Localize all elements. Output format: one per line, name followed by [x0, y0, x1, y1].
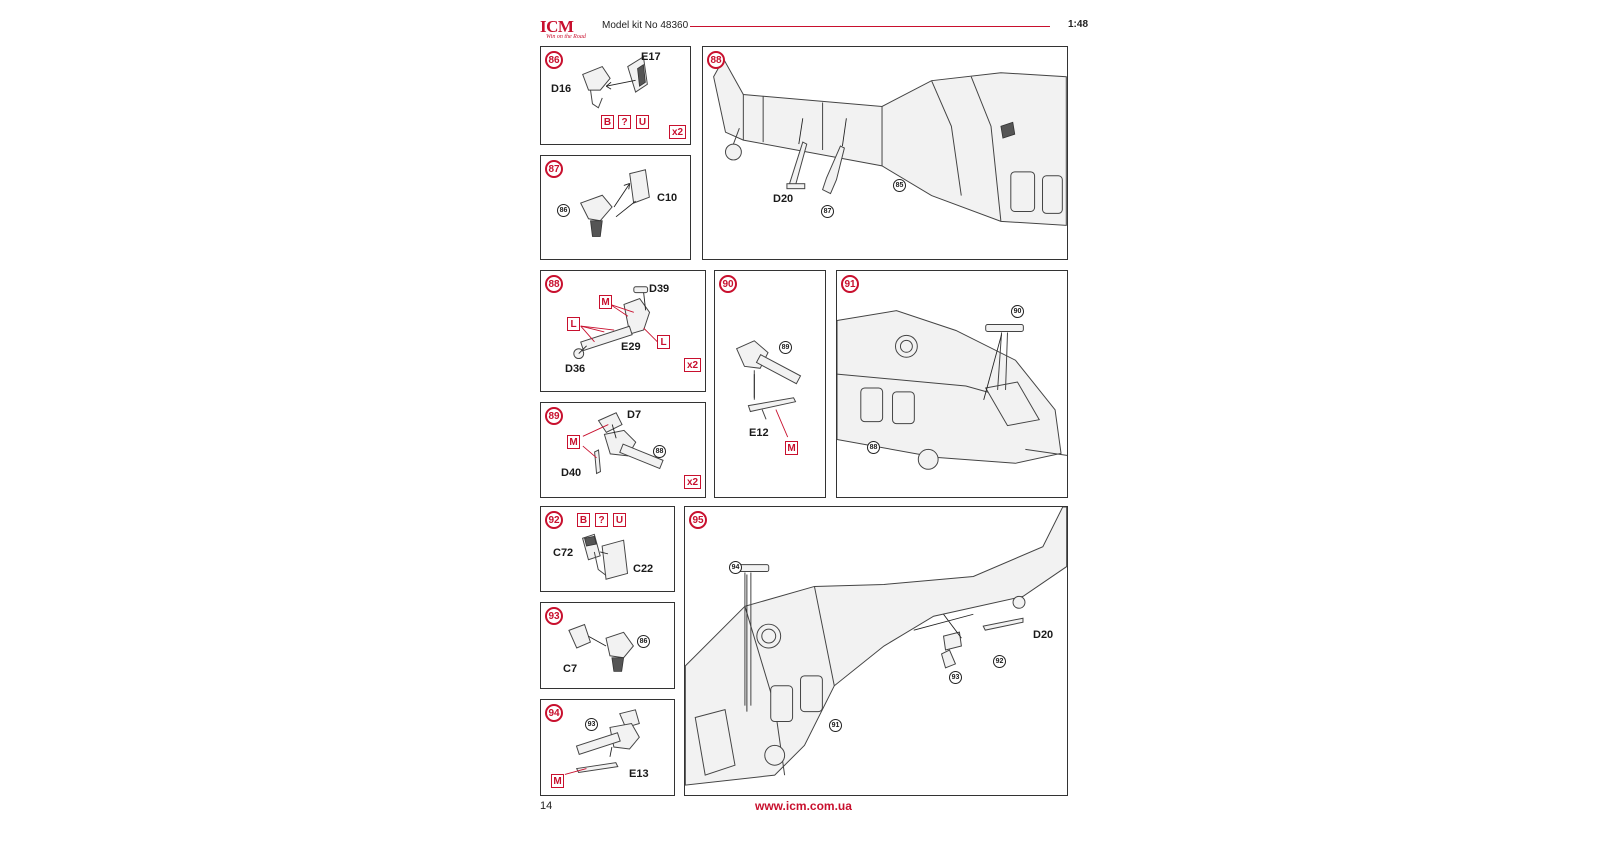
paint-code-u: U: [636, 115, 649, 129]
page-header: ICM Win on the Road Model kit No 48360 1…: [540, 14, 1088, 40]
step-87-panel: 87 86 C10: [540, 155, 691, 260]
part-label-d36: D36: [565, 363, 586, 375]
paint-code-unknown: ?: [595, 513, 608, 527]
reference-step-87: 87: [821, 205, 834, 218]
kit-scale: 1:48: [1067, 19, 1088, 30]
kit-number: Model kit No 48360: [602, 20, 689, 31]
step-89-panel: 89 D7 M 88 D40 x2: [540, 402, 706, 498]
header-divider: [690, 26, 1050, 27]
step-86-drawing: [582, 55, 648, 109]
reference-step-92: 92: [993, 655, 1006, 668]
paint-code-m: M: [567, 435, 580, 449]
step-87-drawing: [579, 169, 650, 237]
part-label-d40: D40: [561, 467, 582, 479]
reference-step-93: 93: [949, 671, 962, 684]
part-label-d7: D7: [627, 409, 642, 421]
website-link[interactable]: www.icm.com.ua: [755, 799, 852, 813]
step-93-drawing: [568, 623, 635, 672]
paint-code-l: L: [567, 317, 580, 331]
step-93-panel: 93 86 C7: [540, 602, 675, 689]
quantity-badge: x2: [684, 358, 701, 372]
paint-code-unknown: ?: [618, 115, 631, 129]
instruction-page: ICM Win on the Road Model kit No 48360 1…: [540, 14, 1088, 850]
step-88-gun-panel: 88 D39 M L L E29 D36 x2: [540, 270, 706, 392]
paint-code-l: L: [657, 335, 670, 349]
step-88-gun-drawing: [573, 286, 658, 360]
step-92-drawing: [582, 533, 629, 580]
reference-step-94: 94: [729, 561, 742, 574]
part-label-c10: C10: [657, 192, 678, 204]
step-number: 88: [707, 51, 725, 69]
step-88-fuselage-drawing: [713, 57, 1067, 226]
reference-step-86: 86: [637, 635, 650, 648]
step-95-panel: 95 94 D20 92 93 91: [684, 506, 1068, 796]
step-number: 86: [545, 51, 563, 69]
reference-step-89: 89: [779, 341, 792, 354]
reference-step-88: 88: [867, 441, 880, 454]
page-number: 14: [540, 800, 553, 812]
part-label-d20: D20: [773, 193, 794, 205]
paint-code-u: U: [613, 513, 626, 527]
quantity-badge: x2: [684, 475, 701, 489]
step-90-panel: 90 89 E12 M: [714, 270, 826, 498]
step-number: 95: [689, 511, 707, 529]
step-86-panel: 86 E17 D16 B ? U x2: [540, 46, 691, 145]
part-label-c22: C22: [633, 563, 654, 575]
step-number: 92: [545, 511, 563, 529]
reference-step-93: 93: [585, 718, 598, 731]
step-number: 93: [545, 607, 563, 625]
step-number: 87: [545, 160, 563, 178]
reference-step-88: 88: [653, 445, 666, 458]
part-label-e13: E13: [629, 768, 649, 780]
paint-code-b: B: [577, 513, 590, 527]
part-label-e29: E29: [621, 341, 641, 353]
part-label-e17: E17: [641, 51, 661, 63]
reference-step-91: 91: [829, 719, 842, 732]
reference-step-86: 86: [557, 204, 570, 217]
step-94-drawing: [564, 709, 640, 775]
step-91-drawing: [837, 310, 1067, 470]
step-90-drawing: [735, 340, 802, 438]
quantity-badge: x2: [669, 125, 686, 139]
icm-logo: ICM Win on the Road: [540, 17, 594, 41]
step-number: 94: [545, 704, 563, 722]
step-number: 88: [545, 275, 563, 293]
paint-code-m: M: [785, 441, 798, 455]
step-92-panel: 92 B ? U C72 C22: [540, 506, 675, 592]
step-89-drawing: [582, 412, 664, 475]
part-label-c72: C72: [553, 547, 574, 559]
part-label-d20: D20: [1033, 629, 1054, 641]
reference-step-90: 90: [1011, 305, 1024, 318]
logo-brand: ICM: [540, 17, 574, 36]
part-label-e12: E12: [749, 427, 769, 439]
step-94-panel: 94 93 M E13: [540, 699, 675, 796]
step-number: 91: [841, 275, 859, 293]
step-88-fuselage-panel: 88 D20 87 85: [702, 46, 1068, 260]
step-number: 90: [719, 275, 737, 293]
logo-slogan: Win on the Road: [546, 34, 586, 40]
paint-code-m: M: [551, 774, 564, 788]
paint-code-b: B: [601, 115, 614, 129]
step-91-panel: 91 90 88: [836, 270, 1068, 498]
part-label-d16: D16: [551, 83, 572, 95]
part-label-d39: D39: [649, 283, 670, 295]
paint-code-m: M: [599, 295, 612, 309]
step-95-drawing: [685, 507, 1067, 786]
reference-step-85: 85: [893, 179, 906, 192]
step-number: 89: [545, 407, 563, 425]
part-label-c7: C7: [563, 663, 578, 675]
